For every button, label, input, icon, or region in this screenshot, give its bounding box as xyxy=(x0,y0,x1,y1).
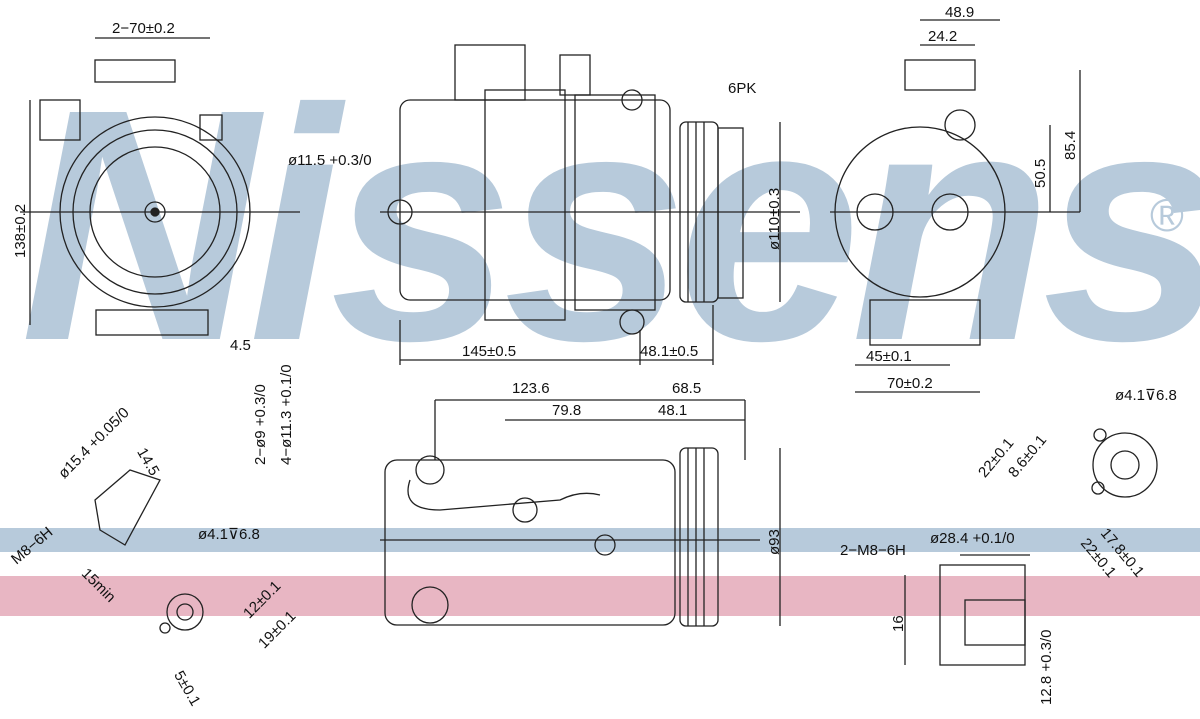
dim-top-pulley-dia: ø93 xyxy=(766,529,783,555)
dim-rear-w2: 24.2 xyxy=(928,28,958,45)
dim-holes-b: 4−ø11.3 +0.1/0 xyxy=(278,364,295,465)
pink-band xyxy=(0,576,1200,616)
dim-top-l4: 48.1 xyxy=(658,402,688,419)
port-details xyxy=(94,428,1158,666)
registered-mark: ® xyxy=(1150,189,1184,241)
dim-top-l3: 79.8 xyxy=(552,402,582,419)
dim-port2-pin: ø4.1⊽6.8 xyxy=(1115,387,1177,404)
top-view xyxy=(380,399,781,627)
dim-port2-thread: 2−M8−6H xyxy=(840,542,906,559)
dim-rear-h1: 50.5 xyxy=(1032,158,1049,188)
dim-port2-h: 16 xyxy=(890,615,907,632)
front-view xyxy=(20,37,300,336)
dim-port2-dia: ø28.4 +0.1/0 xyxy=(930,530,1015,547)
side-view xyxy=(380,44,800,365)
dim-port2-depth: 12.8 +0.3/0 xyxy=(1038,629,1055,705)
dim-rear-b1: 45±0.1 xyxy=(866,348,912,365)
dim-pulley-offset: 48.1±0.5 xyxy=(640,343,699,360)
dim-top-l2: 68.5 xyxy=(672,380,702,397)
dim-body-length: 145±0.5 xyxy=(462,343,517,360)
dim-rear-w1: 48.9 xyxy=(945,4,975,21)
dim-rear-b2: 70±0.2 xyxy=(887,375,933,392)
dim-pulley-dia: ø110±0.3 xyxy=(766,187,783,250)
dim-front-height: 138±0.2 xyxy=(12,203,29,258)
dim-belt: 6PK xyxy=(728,80,757,97)
dim-holes-a: 2−ø9 +0.3/0 xyxy=(252,384,269,465)
dim-rear-h2: 85.4 xyxy=(1062,130,1079,160)
dim-mount-hole: ø11.5 +0.3/0 xyxy=(288,152,372,169)
dim-front-width: 2−70±0.2 xyxy=(112,20,175,37)
dim-flange-offset: 4.5 xyxy=(230,337,251,354)
dim-port1-pin: ø4.1⊽6.8 xyxy=(198,526,260,543)
rear-view xyxy=(830,19,1081,393)
dim-top-l1: 123.6 xyxy=(512,380,550,397)
